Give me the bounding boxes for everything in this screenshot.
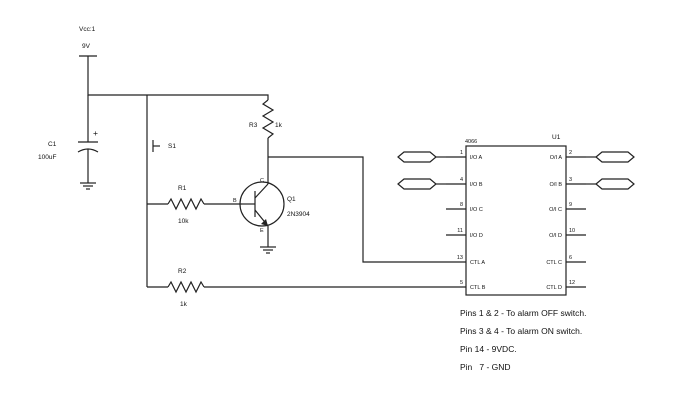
vcc-label: Vcc:1 <box>79 26 96 33</box>
io-a-connector-icon <box>397 151 437 163</box>
u1-left-pin-name: I/O A <box>470 155 483 161</box>
u1-right-pin-number: 10 <box>569 228 575 234</box>
u1-left-pin-name: CTL A <box>470 260 485 266</box>
u1-left-pin-number: 11 <box>457 228 463 234</box>
u1-left-pin-number: 8 <box>460 202 463 208</box>
c1-ref-label: C1 <box>48 141 57 148</box>
s1-ref-label: S1 <box>168 143 176 150</box>
q1-collector-pin-label: C <box>260 178 264 184</box>
q1-base-pin-label: B <box>233 198 237 204</box>
u1-right-pin-number: 12 <box>569 280 575 286</box>
u1-right-pin-number: 2 <box>569 150 572 156</box>
vcc-rail-wire <box>87 56 269 100</box>
q1-emitter-pin-label: E <box>260 228 264 234</box>
u1-right-pin-number: 6 <box>569 255 572 261</box>
u1-left-pin-number: 4 <box>460 177 463 183</box>
oi-a-connector-icon <box>595 151 635 163</box>
r3-ref-label: R3 <box>249 122 258 129</box>
u1-right-pin-number: 9 <box>569 202 572 208</box>
q1-part-label: 2N3904 <box>287 211 310 218</box>
u1-left-pin-name: I/O C <box>470 207 483 213</box>
u1-right-pin-name: O/I B <box>549 182 562 188</box>
r3-resistor-zigzag <box>261 99 275 139</box>
r1-ref-label: R1 <box>178 185 187 192</box>
r2-ref-label: R2 <box>178 268 187 275</box>
r1-resistor-zigzag <box>167 197 205 211</box>
note-pins-3-4: Pins 3 & 4 - To alarm ON switch. <box>460 326 582 336</box>
r3-value-label: 1k <box>275 122 283 129</box>
u1-right-pin-name: CTL C <box>546 260 562 266</box>
q1-ref-label: Q1 <box>287 196 296 203</box>
ground-q1-icon <box>260 246 276 254</box>
u1-left-pin-name: CTL B <box>470 285 486 291</box>
c1-value-label: 100uF <box>38 154 56 161</box>
note-pins-1-2: Pins 1 & 2 - To alarm OFF switch. <box>460 308 586 318</box>
r1-value-label: 10k <box>178 218 189 225</box>
u1-left-pin-number: 13 <box>457 255 463 261</box>
u1-right-pin-name: O/I D <box>549 233 562 239</box>
u1-ic-body <box>465 145 567 296</box>
u1-ref-label: U1 <box>552 134 561 141</box>
io-b-connector-icon <box>397 178 437 190</box>
ground-c1-icon <box>80 182 96 190</box>
note-pin-14: Pin 14 - 9VDC. <box>460 344 517 354</box>
r2-value-label: 1k <box>180 301 188 308</box>
c1-polarity-mark: + <box>93 128 98 138</box>
q1-transistor-icon <box>239 181 285 227</box>
u1-right-pin-name: O/I A <box>550 155 563 161</box>
note-pin-7: Pin 7 - GND <box>460 362 511 372</box>
u1-left-pin-number: 1 <box>460 150 463 156</box>
u1-left-pin-number: 5 <box>460 280 463 286</box>
u1-left-pin-name: I/O B <box>470 182 483 188</box>
u1-right-pin-name: O/I C <box>549 207 562 213</box>
u1-left-pin-name: I/O D <box>470 233 483 239</box>
collector-to-ctla-wire <box>268 156 446 263</box>
u1-right-pin-number: 3 <box>569 177 572 183</box>
oi-b-connector-icon <box>595 178 635 190</box>
vcc-voltage-label: 9V <box>82 43 91 50</box>
r2-resistor-zigzag <box>167 280 205 294</box>
u1-right-pin-name: CTL D <box>546 285 562 291</box>
u1-part-label: 4066 <box>465 139 477 145</box>
